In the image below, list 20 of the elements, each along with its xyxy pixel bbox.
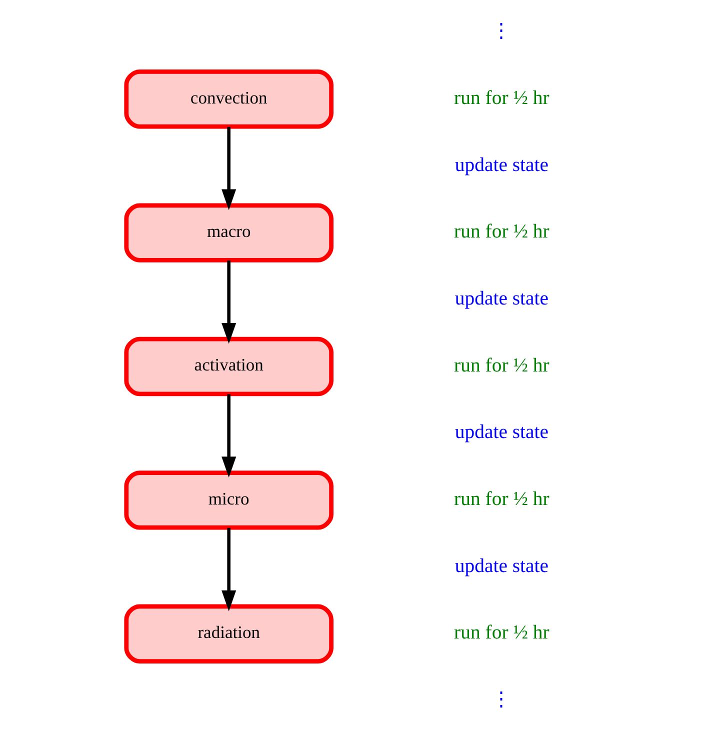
arrow bbox=[221, 126, 236, 210]
label: update state bbox=[454, 287, 548, 310]
arrow bbox=[221, 394, 236, 478]
label: update state bbox=[454, 421, 548, 444]
node-box: radiation bbox=[124, 604, 333, 664]
arrow bbox=[221, 260, 236, 344]
label: run for ½ hr bbox=[454, 622, 549, 644]
label: run for ½ hr bbox=[454, 354, 549, 376]
arrow bbox=[221, 528, 236, 612]
label: ⋮ bbox=[491, 20, 512, 42]
node-box: convection bbox=[124, 70, 333, 129]
label: update state bbox=[454, 154, 548, 176]
label: run for ½ hr bbox=[454, 86, 549, 109]
label: ⋮ bbox=[491, 688, 512, 711]
node-box: macro bbox=[124, 203, 333, 262]
node-box: activation bbox=[124, 336, 333, 396]
label: run for ½ hr bbox=[454, 220, 549, 243]
label: update state bbox=[454, 554, 548, 577]
node-box: micro bbox=[124, 470, 333, 530]
label: run for ½ hr bbox=[454, 488, 549, 510]
